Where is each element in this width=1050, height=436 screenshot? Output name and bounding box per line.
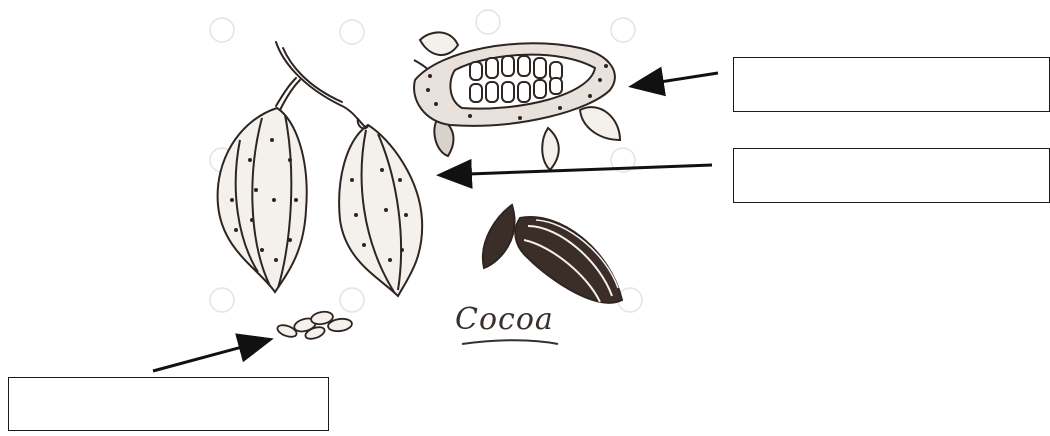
arrow-to-beans — [153, 340, 268, 371]
label-box-pods-on-branch[interactable] — [733, 148, 1050, 203]
caption-underline — [462, 340, 558, 344]
cocoa-caption: Cocoa — [455, 302, 554, 337]
arrow-to-pods — [442, 165, 712, 175]
cocoa-pod-left — [218, 108, 307, 292]
cocoa-beans — [276, 310, 353, 341]
label-box-pod-interior[interactable] — [733, 57, 1050, 112]
label-box-beans[interactable] — [8, 377, 329, 431]
cocoa-pod-right — [339, 118, 422, 296]
branch-illustration — [276, 42, 366, 128]
arrow-to-pod-interior — [634, 73, 718, 86]
open-cocoa-pod — [414, 32, 620, 170]
dark-cocoa-pod — [483, 205, 622, 303]
